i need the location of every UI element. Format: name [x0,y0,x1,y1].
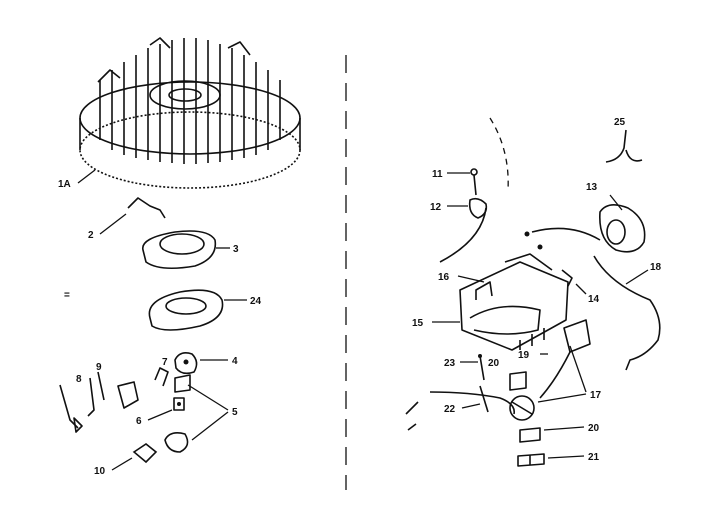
part-21 [517,453,545,467]
part-4 [174,352,198,375]
label-11: 11 [432,169,443,180]
part-8 [59,384,83,433]
label-4: 4 [232,356,238,367]
part-24 [148,289,224,331]
label-16: 16 [438,272,450,283]
wire-part-18 [593,255,661,371]
spring-part [605,129,643,163]
label-13: 13 [586,182,598,193]
coil-part-13 [524,204,646,253]
part-7 [154,367,169,387]
part-10 [132,443,158,464]
breaker-box-part [459,253,569,351]
label-7: 7 [162,357,168,368]
part-3 [142,230,217,270]
label-10: 10 [94,466,106,477]
condenser-part-17 [509,319,591,421]
label-1a: 1A [58,179,71,190]
label-5: 5 [232,407,238,418]
label-15: 15 [412,318,424,329]
lever-part-22 [429,385,516,415]
label-17: 17 [590,390,602,401]
label-22: 22 [444,404,456,415]
label-12: 12 [430,202,442,213]
label-23: 23 [444,358,456,369]
flywheel-outline [489,117,509,191]
label-6: 6 [136,416,142,427]
part-5 [164,374,191,453]
pin-parts [405,401,419,431]
part-20-upper [509,371,527,391]
screw-part-23 [478,354,485,381]
label-8: 8 [76,374,82,385]
label-25: 25 [614,117,626,128]
part-12 [439,197,488,263]
mark-glyph: = [64,290,70,301]
label-3: 3 [233,244,239,255]
part-20-lower [519,427,541,443]
label-18: 18 [650,262,662,273]
label-9: 9 [96,362,102,373]
label-20-lower: 20 [588,423,600,434]
screw-part-11 [470,168,478,196]
label-21: 21 [588,452,600,463]
part-14 [561,269,573,287]
label-24: 24 [250,296,262,307]
label-19: 19 [518,350,530,361]
part-6 [173,397,185,411]
flywheel-part [79,37,301,189]
label-2: 2 [88,230,94,241]
key-part [127,197,166,219]
label-14: 14 [588,294,600,305]
part-9 [87,371,139,417]
label-20-upper: 20 [488,358,500,369]
